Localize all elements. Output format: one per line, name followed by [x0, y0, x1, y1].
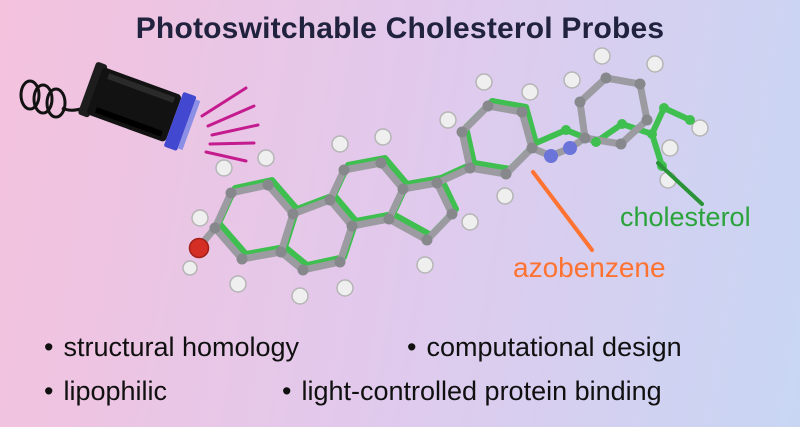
cholesterol-pointer-line [656, 161, 704, 206]
azobenzene-pointer-line [531, 170, 594, 252]
bullet-text: light-controlled protein binding [301, 376, 662, 406]
cholesterol-label: cholesterol [620, 202, 751, 232]
carbon-atoms [209, 72, 653, 276]
bullet-dot: • [407, 332, 417, 362]
bullet-dot: • [282, 376, 292, 406]
bullet-computational-design: • computational design [407, 332, 682, 363]
bullet-dot: • [44, 332, 54, 362]
bullet-text: lipophilic [63, 376, 168, 406]
bullet-structural-homology: • structural homology [44, 332, 299, 363]
flashlight-icon [19, 62, 201, 151]
page-title: Photoswitchable Cholesterol Probes [135, 12, 665, 45]
molecule-illustration [182, 47, 709, 305]
bullet-text: computational design [426, 332, 682, 362]
bullet-text: structural homology [63, 332, 300, 362]
coil-cord-icon [19, 79, 95, 119]
azobenzene-label: azobenzene [513, 252, 666, 283]
nitrogen-atoms [544, 141, 577, 163]
bullet-dot: • [44, 376, 54, 406]
flashlight-body [78, 62, 201, 151]
oxygen-atom [188, 237, 210, 259]
uv-rays-icon [200, 86, 260, 163]
bullet-light-controlled-binding: • light-controlled protein binding [282, 376, 662, 407]
cholesterol-tail-atoms [561, 103, 695, 171]
hydrogen-atoms [182, 47, 709, 305]
bullet-lipophilic: • lipophilic [44, 376, 167, 407]
